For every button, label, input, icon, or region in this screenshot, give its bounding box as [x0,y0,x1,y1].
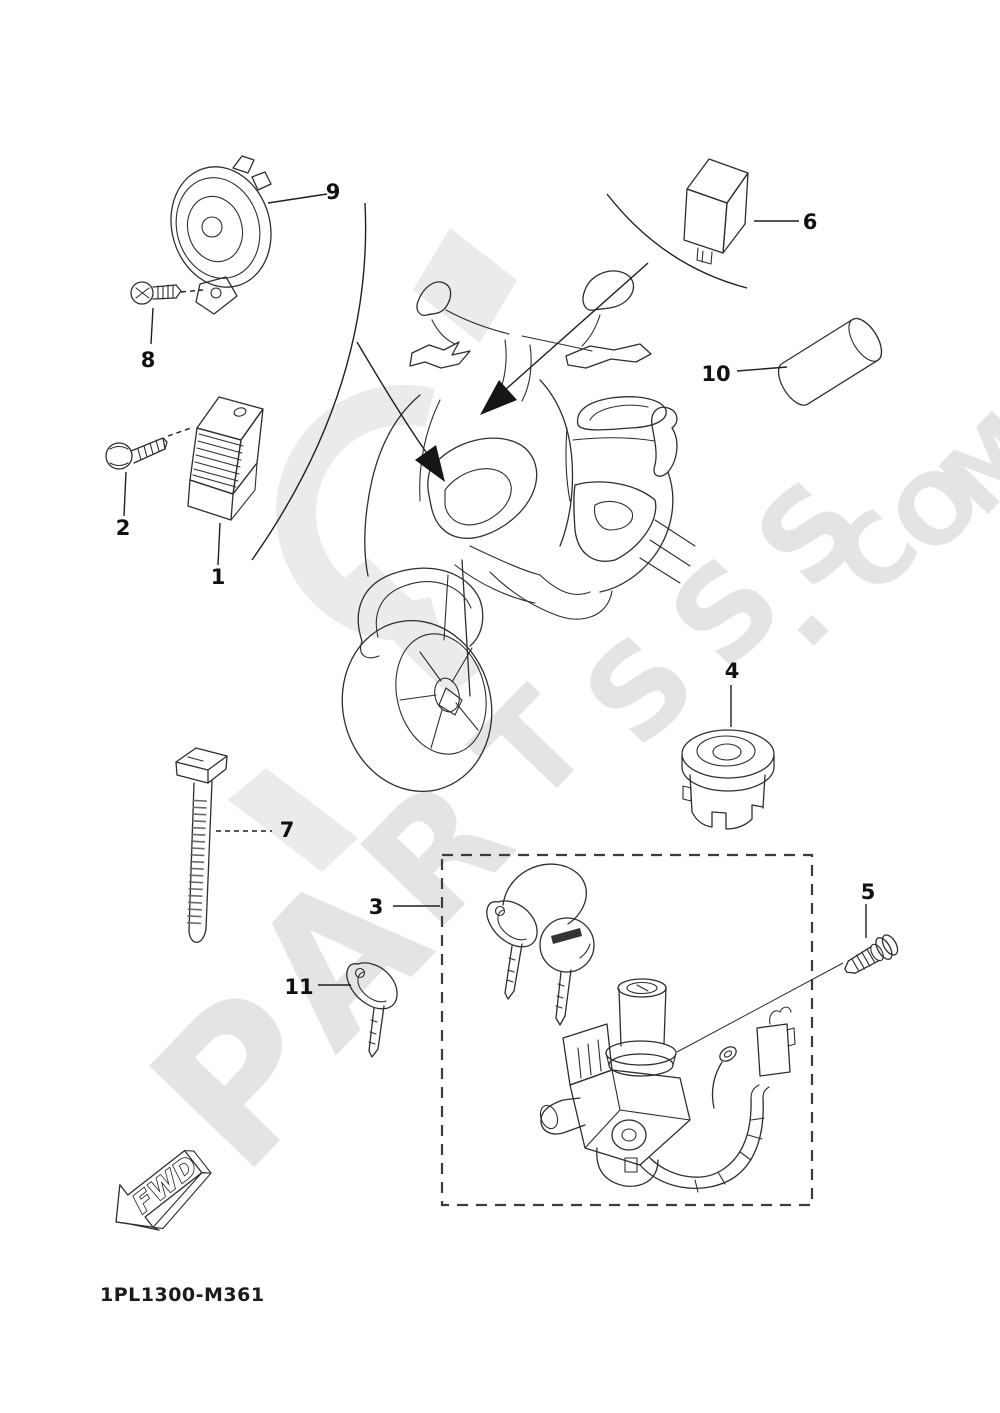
part-label-9: 9 [326,180,341,204]
part-11-key-drawing [346,962,398,1058]
location-arrows [251,193,748,561]
part-1-rectifier-drawing [187,396,264,521]
scooter-drawing [341,270,696,792]
part-label-3: 3 [369,895,384,919]
part-label-8: 8 [141,348,156,372]
part-label-5: 5 [861,880,876,904]
location-arrowhead [415,445,445,482]
part-label-10: 10 [701,362,730,386]
part-label-2: 2 [116,516,131,540]
part-3-key-set-drawing [486,863,595,1026]
part-9-horn-drawing [170,155,272,315]
part-7-cable-tie-drawing [175,747,228,944]
part-2-bolt-drawing [105,437,168,470]
part-label-1: 1 [211,565,226,589]
part-label-11: 11 [284,975,313,999]
watermark: P A R T S S S . C O M [108,228,1000,1214]
fwd-arrow: FWD [115,1149,212,1231]
part-label-7: 7 [280,818,295,842]
watermark-fragments [228,228,517,872]
main-switch-assembly-drawing [539,978,796,1193]
part-5-screw-drawing [844,934,899,974]
diagram-code: 1PL1300-M361 [100,1284,265,1306]
part-6-relay-drawing [683,158,749,265]
part-4-lock-bushing-drawing [681,729,775,830]
detail-dashed-box [440,853,814,1207]
part-8-screw-drawing [130,281,182,305]
location-arrowhead [480,380,517,415]
fwd-arrow-label: FWD [127,1150,204,1220]
leader-lines [123,193,867,1053]
part-10-cap-drawing [777,317,883,406]
part-label-4: 4 [725,659,740,683]
part-label-6: 6 [803,210,818,234]
part-labels: 9 8 6 10 2 1 4 7 3 5 11 [116,180,876,999]
